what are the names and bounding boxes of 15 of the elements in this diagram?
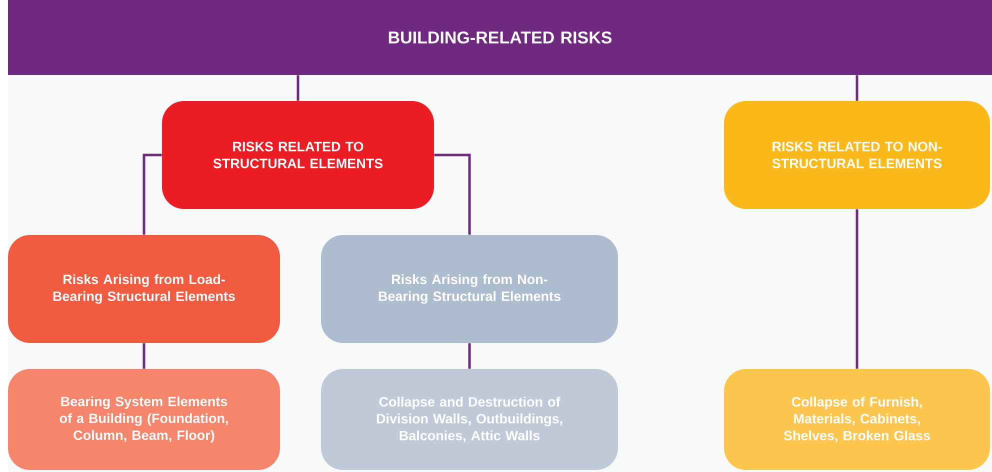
risk-box: Bearing System Elements of a Building (Foundation, Column, Beam, Floor) xyxy=(8,369,280,470)
connector-line xyxy=(856,75,858,101)
risk-box: Collapse and Destruction of Division Walls, Outbuildings, Balconies, Attic Walls xyxy=(321,369,618,470)
category-box: RISKS RELATED TO STRUCTURAL ELEMENTS xyxy=(162,101,434,209)
risk-box: Risks Arising from Load- Bearing Structural Elements xyxy=(8,235,280,343)
connector-line xyxy=(296,75,300,101)
connector-line xyxy=(142,343,146,369)
risk-box: Collapse of Furnish, Materials, Cabinets, Shelves, Broken Glass xyxy=(724,369,990,470)
risk-box: Risks Arising from Non-Bearing Structural Elements xyxy=(321,235,618,343)
connector-line xyxy=(856,209,858,369)
category-box: RISKS RELATED TO NON-STRUCTURAL ELEMENTS xyxy=(724,101,990,209)
title-band: BUILDING-RELATED RISKS xyxy=(8,0,992,75)
connector-line xyxy=(434,154,471,235)
connector-line xyxy=(142,154,162,235)
connector-line xyxy=(468,343,471,369)
